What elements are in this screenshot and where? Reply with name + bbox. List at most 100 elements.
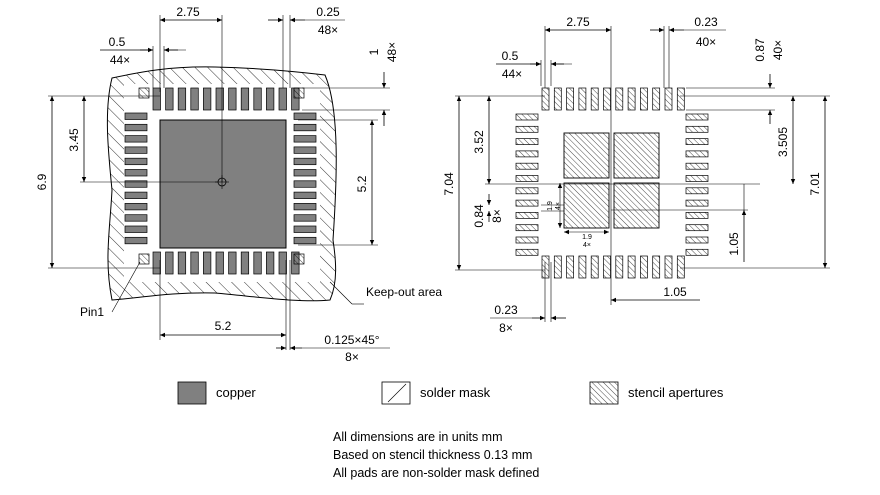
- stencil-pad: [664, 87, 673, 111]
- right-footprint: 2.75 0.23 40× 0.5 44× 0.87 40× 7.04 3.52…: [442, 15, 830, 335]
- dim-right-total: 7.01: [808, 172, 822, 196]
- dim-aperture-v-count: 4×: [555, 202, 562, 210]
- pad: [203, 251, 212, 275]
- dim-right-half: 3.505: [776, 127, 790, 157]
- stencil-pad: [685, 187, 709, 195]
- pad: [293, 191, 317, 199]
- stencil-pad: [515, 113, 539, 121]
- legend: copper solder mask stencil apertures: [177, 381, 724, 405]
- dim-half-height: 3.45: [67, 128, 81, 152]
- pad: [152, 87, 161, 111]
- stencil-pad: [541, 87, 550, 111]
- dim-top-pad-width: 0.25: [316, 5, 340, 19]
- corner-pad: [293, 87, 305, 99]
- stencil-aperture-tr: [613, 132, 660, 179]
- note-pads: All pads are non-solder mask defined: [333, 466, 539, 480]
- stencil-pad: [590, 87, 599, 111]
- pad: [293, 123, 317, 132]
- stencil-pad: [640, 255, 648, 279]
- stencil-pad: [627, 87, 636, 111]
- pad: [228, 251, 237, 275]
- dim-left-total: 7.04: [442, 172, 456, 196]
- stencil-pad: [685, 125, 709, 133]
- note-units: All dimensions are in units mm: [333, 430, 503, 444]
- stencil-pad: [685, 224, 709, 232]
- stencil-pad: [685, 162, 709, 170]
- stencil-pad: [515, 199, 539, 207]
- pad: [266, 251, 275, 275]
- dim-aperture-v: 1.9: [547, 201, 554, 211]
- stencil-pad: [590, 255, 599, 279]
- stencil-pad: [578, 255, 587, 279]
- stencil-pad: [615, 255, 624, 279]
- stencil-pad: [566, 87, 574, 111]
- corner-pad: [138, 253, 150, 265]
- pad: [124, 236, 148, 245]
- pad: [293, 214, 317, 222]
- pad: [266, 87, 275, 111]
- dim-top-pad-width: 0.23: [694, 15, 718, 29]
- pad: [165, 251, 174, 275]
- pad: [177, 87, 187, 111]
- left-pads: [124, 87, 317, 275]
- dim-top-pad-width-count: 40×: [696, 35, 716, 49]
- stencil-pad: [676, 87, 685, 111]
- dim-bottom-offset: 1.05: [663, 285, 687, 299]
- dim-top-span: 2.75: [176, 5, 200, 19]
- dim-pad-length-count: 40×: [771, 40, 785, 60]
- legend-stencil-swatch: [589, 381, 619, 405]
- pad: [152, 251, 161, 275]
- stencil-pad: [685, 236, 709, 244]
- pad: [203, 87, 212, 111]
- corner-pad: [138, 87, 150, 99]
- pad: [278, 251, 287, 275]
- pad: [293, 203, 317, 211]
- stencil-pad: [515, 125, 539, 133]
- pad: [240, 87, 250, 111]
- dim-left-half: 3.52: [472, 130, 486, 154]
- stencil-aperture-tl: [563, 132, 610, 179]
- pad: [124, 214, 148, 222]
- stencil-pad: [566, 255, 574, 279]
- pad: [293, 146, 317, 154]
- stencil-pad: [640, 87, 648, 111]
- pad: [253, 87, 262, 111]
- pad: [124, 225, 148, 233]
- dim-bottom-width: 5.2: [215, 319, 232, 333]
- pad: [293, 180, 317, 188]
- stencil-pad: [664, 255, 673, 279]
- pad: [293, 236, 317, 245]
- stencil-pad: [515, 138, 539, 145]
- pad: [293, 112, 317, 120]
- stencil-pad: [676, 255, 685, 279]
- pad: [293, 157, 317, 166]
- pad: [124, 157, 148, 166]
- legend-stencil-label: stencil apertures: [628, 385, 724, 400]
- stencil-pad: [515, 236, 539, 244]
- stencil-pad: [515, 150, 539, 158]
- stencil-pad: [685, 248, 709, 256]
- stencil-pad: [685, 113, 709, 121]
- stencil-pad: [685, 138, 709, 145]
- pad: [215, 251, 224, 275]
- dim-bottom-pad-width: 0.23: [494, 303, 518, 317]
- dim-pad-length-count: 48×: [385, 42, 399, 62]
- left-footprint: 2.75 0.25 48× 0.5 44× 1 48× 6.9 3.45 5.2…: [35, 5, 442, 364]
- legend-solder-mask-label: solder mask: [420, 385, 491, 400]
- pad: [215, 87, 224, 111]
- stencil-pad: [553, 255, 562, 279]
- pad: [293, 135, 317, 143]
- dim-pad-length: 1: [367, 48, 381, 55]
- pad: [190, 87, 199, 111]
- pad: [124, 191, 148, 199]
- stencil-aperture-bl: [563, 182, 610, 229]
- corner-pad: [293, 253, 305, 265]
- stencil-pad: [652, 255, 661, 279]
- dim-pad-length: 0.87: [753, 38, 767, 62]
- pad: [124, 135, 148, 143]
- stencil-pad: [578, 87, 587, 111]
- dim-pitch-count: 44×: [502, 67, 522, 81]
- stencil-pad: [685, 199, 709, 207]
- dim-v-offset: 0.84: [472, 204, 486, 228]
- right-pads: [515, 87, 709, 279]
